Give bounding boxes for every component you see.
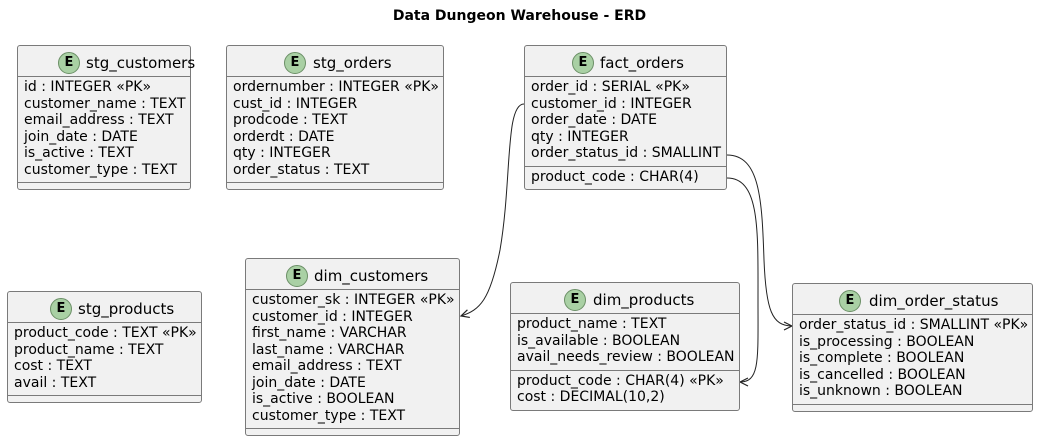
field: product_name : TEXT [517,316,667,332]
field: product_code : TEXT «PK» [14,325,197,341]
entity-header: E dim_order_status [793,284,1032,314]
entity-stg-customers[interactable]: E stg_customers id : INTEGER «PK» custom… [17,45,195,190]
field: cust_id : INTEGER [233,95,358,112]
field-list: product_name : TEXT is_available : BOOLE… [511,313,739,370]
rel-fact-orders-to-dim-products [726,177,759,382]
entity-header: E stg_customers [18,46,195,76]
entity-name: stg_orders [313,54,392,72]
field: id : INTEGER «PK» [24,79,152,95]
entity-name: dim_order_status [869,292,999,310]
method-section [246,428,459,435]
field: cost : TEXT [14,358,92,374]
field: customer_id : INTEGER [531,95,692,112]
entity-dim-order-status[interactable]: E dim_order_status order_status_id : SMA… [792,283,1033,412]
field: order_status_id : SMALLINT [531,145,722,161]
diagram-title: Data Dungeon Warehouse - ERD [392,8,647,24]
field-list: product_code : TEXT «PK» product_name : … [8,322,201,395]
field-list: order_id : SERIAL «PK» customer_id : INT… [525,76,726,166]
field: is_processing : BOOLEAN [799,333,975,350]
entity-badge-icon: E [50,298,72,320]
field: avail : TEXT [14,374,97,391]
field: order_date : DATE [531,112,657,128]
field: product_name : TEXT [14,341,164,358]
entity-dim-products[interactable]: E dim_products product_name : TEXT is_av… [510,282,740,411]
field: customer_type : TEXT [24,161,178,178]
field: order_status : TEXT [233,161,370,178]
field-list: customer_sk : INTEGER «PK» customer_id :… [246,289,459,428]
entity-badge-icon: E [839,290,861,312]
entity-name: stg_customers [86,54,196,72]
field: is_active : TEXT [24,145,134,161]
field: join_date : DATE [24,128,138,145]
entity-name: dim_products [593,291,695,309]
field: cost : DECIMAL(10,2) [517,389,665,405]
method-section [227,182,443,189]
field: is_available : BOOLEAN [517,332,681,349]
entity-badge-icon: E [564,289,586,311]
entity-header: E dim_products [511,283,739,313]
field: orderdt : DATE [233,128,335,145]
field: customer_name : TEXT [24,95,186,112]
field-list: order_status_id : SMALLINT «PK» is_proce… [793,314,1032,404]
field: email_address : TEXT [252,358,402,374]
field: product_code : CHAR(4) [531,168,699,185]
field: is_unknown : BOOLEAN [799,383,963,399]
rel-fact-orders-to-dim-customers [461,103,525,316]
field: order_status_id : SMALLINT «PK» [799,317,1029,333]
method-section [8,395,201,402]
entity-stg-orders[interactable]: E stg_orders ordernumber : INTEGER «PK» … [226,45,444,190]
entity-badge-icon: E [572,52,594,74]
entity-header: E fact_orders [525,46,726,76]
field: ordernumber : INTEGER «PK» [233,79,439,95]
field: is_cancelled : BOOLEAN [799,366,966,383]
field: email_address : TEXT [24,112,174,128]
entity-badge-icon: E [58,52,80,74]
field: join_date : DATE [252,374,366,391]
field-list-secondary: product_code : CHAR(4) [525,165,726,190]
field: customer_type : TEXT [252,407,406,424]
field-list: id : INTEGER «PK» customer_name : TEXT e… [18,76,190,182]
field: first_name : VARCHAR [252,325,407,341]
field: avail_needs_review : BOOLEAN [517,349,735,365]
rel-fact-orders-to-dim-order-status [726,154,792,326]
field: product_code : CHAR(4) «PK» [517,372,724,389]
entity-name: fact_orders [600,54,684,72]
field: last_name : VARCHAR [252,341,405,358]
method-section [793,403,1032,411]
entity-stg-products[interactable]: E stg_products product_code : TEXT «PK» … [7,291,202,403]
field: prodcode : TEXT [233,112,348,128]
entity-header: E stg_products [8,292,201,322]
entity-header: E stg_orders [227,46,443,76]
field: is_complete : BOOLEAN [799,350,965,366]
entity-header: E dim_customers [246,259,459,289]
field-list: ordernumber : INTEGER «PK» cust_id : INT… [227,76,443,182]
entity-fact-orders[interactable]: E fact_orders order_id : SERIAL «PK» cus… [524,45,727,190]
entity-dim-customers[interactable]: E dim_customers customer_sk : INTEGER «P… [245,258,460,436]
field-list-secondary: product_code : CHAR(4) «PK» cost : DECIM… [511,369,739,410]
entity-name: dim_customers [314,267,429,285]
entity-badge-icon: E [284,52,306,74]
field: customer_sk : INTEGER «PK» [252,292,455,308]
field: order_id : SERIAL «PK» [531,79,690,95]
field: customer_id : INTEGER [252,308,413,325]
method-section [18,182,190,189]
field: qty : INTEGER [531,128,629,145]
field: qty : INTEGER [233,145,331,161]
entity-badge-icon: E [286,265,308,287]
entity-name: stg_products [78,300,175,318]
field: is_active : BOOLEAN [252,391,395,407]
